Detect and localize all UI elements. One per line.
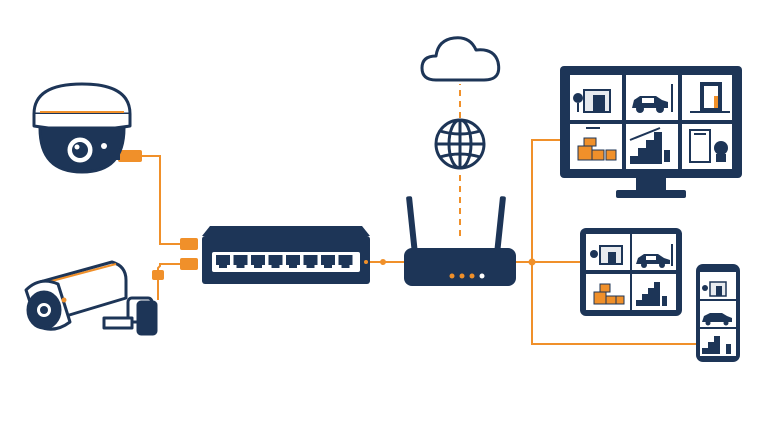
switch-port: [233, 255, 248, 268]
switch-port: [303, 255, 318, 268]
plug-switch-top: [180, 238, 198, 250]
switch-port: [268, 255, 283, 268]
edge-router-to-monitor: [515, 139, 560, 263]
edge-router-to-phone: [531, 262, 696, 345]
network-switch-icon: [202, 226, 370, 284]
globe-icon: [434, 118, 486, 170]
switch-port: [286, 255, 300, 268]
switch-port: [321, 255, 335, 268]
edge-dome-to-switch: [142, 155, 198, 245]
plug-bullet: [152, 270, 164, 280]
switch-port: [216, 255, 230, 268]
switch-port: [251, 255, 265, 268]
junction-dot-switch: [380, 259, 386, 265]
tablet-icon: [580, 228, 682, 316]
switch-ports: [216, 255, 353, 268]
junction-dot-router: [528, 258, 536, 266]
monitor-icon: [560, 66, 742, 198]
dome-camera-icon: [32, 82, 132, 174]
connection-lines: [142, 84, 696, 345]
plug-switch-bottom: [180, 258, 198, 270]
cloud-icon: [420, 36, 501, 82]
bullet-camera-icon: [24, 260, 158, 336]
smartphone-icon: [696, 264, 740, 362]
switch-port: [338, 255, 353, 268]
cable-plugs: [112, 150, 198, 280]
wifi-router-icon: [404, 196, 516, 286]
plug-dome: [118, 150, 142, 162]
